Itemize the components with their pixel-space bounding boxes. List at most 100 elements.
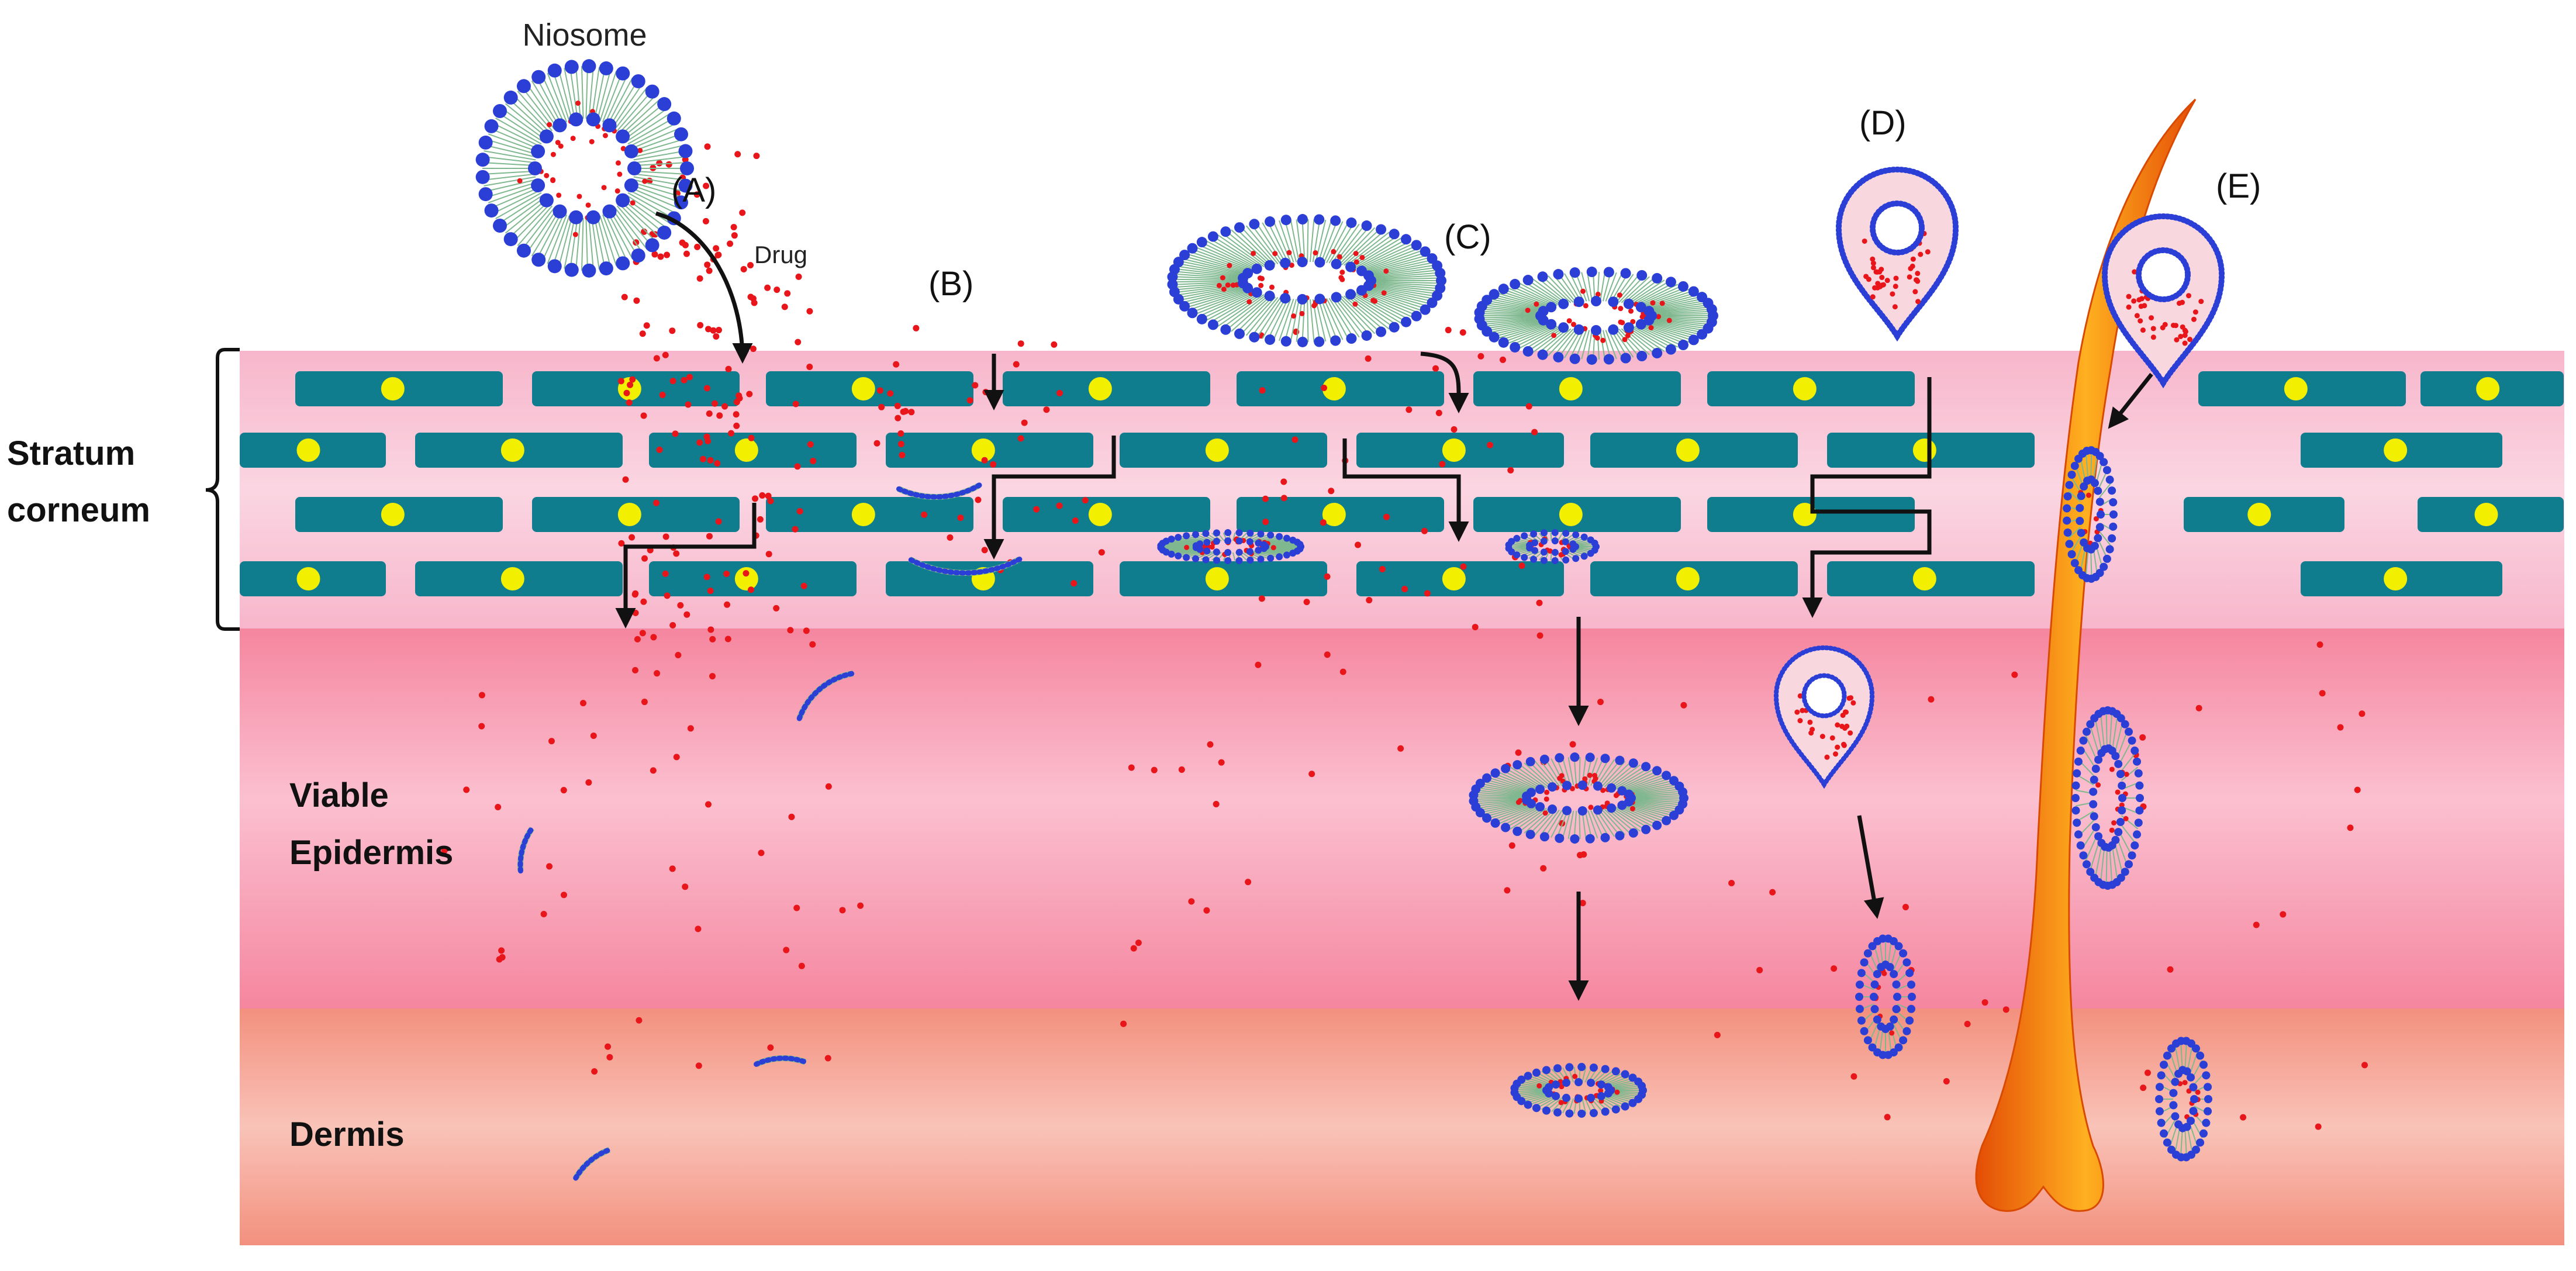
lipid-head xyxy=(1569,540,1577,548)
entrapped-drug xyxy=(1622,337,1628,343)
lipid-tail xyxy=(1596,759,1615,786)
lipid-tail xyxy=(1235,296,1273,334)
entrapped-drug xyxy=(1910,256,1916,262)
lipid-tail xyxy=(1650,317,1712,323)
drug-dot xyxy=(713,245,720,252)
lipid-head xyxy=(1893,993,1901,1001)
lipid-tail xyxy=(2119,752,2136,773)
drug-dot xyxy=(714,460,721,467)
drug-dot xyxy=(966,397,973,404)
entrapped-drug xyxy=(1912,289,1918,295)
lipid-tail xyxy=(492,122,541,147)
lipid-tail xyxy=(1307,299,1309,343)
drug-dot xyxy=(654,670,661,677)
lipid-head xyxy=(627,161,641,175)
corneocyte-nucleus xyxy=(1205,438,1229,462)
drug-dot xyxy=(767,498,774,505)
lipid-tail xyxy=(1241,296,1276,335)
lipid-head xyxy=(2204,1095,2212,1103)
lipid-head xyxy=(2100,458,2108,467)
lipid-head xyxy=(1624,789,1634,799)
lipid-tail xyxy=(1529,761,1555,788)
lipid-head xyxy=(1203,547,1211,555)
drug-dot xyxy=(1487,441,1494,448)
lipid-tail xyxy=(541,75,565,124)
lipid-tail xyxy=(1534,760,1558,787)
lipid-head xyxy=(582,263,596,278)
lipid-tail xyxy=(634,173,686,181)
entrapped-drug xyxy=(1648,325,1654,331)
lipid-tail xyxy=(614,87,648,130)
lipid-tail xyxy=(1484,803,1532,817)
lipid-head xyxy=(1542,1106,1551,1115)
drug-dot xyxy=(656,446,663,453)
lipid-head xyxy=(1255,539,1262,547)
lipid-tail xyxy=(1510,285,1556,306)
lipid-tail xyxy=(1296,299,1303,342)
lipid-tail xyxy=(607,212,633,260)
lipid-head xyxy=(1558,322,1569,333)
lipid-head xyxy=(1611,1105,1620,1114)
lipid-tail xyxy=(581,217,584,271)
lipid-tail xyxy=(1345,295,1390,330)
entrapped-drug xyxy=(1844,723,1850,729)
lipid-head xyxy=(569,112,583,127)
lipid-tail xyxy=(1309,219,1315,263)
entrapped-drug xyxy=(1588,804,1594,810)
drug-dot xyxy=(1017,435,1024,442)
drug-dot xyxy=(1324,573,1331,580)
lipid-tail xyxy=(1356,241,1411,270)
drug-dot xyxy=(695,925,702,932)
entrapped-drug xyxy=(1839,723,1845,729)
drug-dot xyxy=(788,813,795,820)
lipid-tail xyxy=(1497,771,1539,790)
lipid-tail xyxy=(1621,276,1650,303)
drug-dot xyxy=(2354,786,2361,793)
lipid-head xyxy=(1706,304,1717,315)
corneocyte-nucleus xyxy=(1088,503,1112,526)
entrapped-drug xyxy=(2173,323,2179,329)
lipid-head xyxy=(678,178,693,193)
drug-dot xyxy=(640,598,647,605)
lipid-tail xyxy=(2187,1126,2193,1154)
drug-dot xyxy=(1071,580,1078,587)
entrapped-drug xyxy=(2178,334,2184,340)
drug-dot xyxy=(707,626,714,633)
drug-dot xyxy=(733,411,740,418)
niosome-route-e-1 xyxy=(2063,446,2118,583)
lipid-tail xyxy=(2070,534,2083,553)
lipid-head xyxy=(2174,1120,2183,1129)
lipid-tail xyxy=(1627,782,1676,794)
entrapped-drug xyxy=(550,178,556,184)
lipid-head xyxy=(1577,1109,1586,1118)
lipid-tail xyxy=(1368,285,1435,300)
lipid-tail xyxy=(626,112,671,142)
lipid-head xyxy=(1363,270,1374,281)
lipid-tail xyxy=(1631,799,1683,803)
drug-dot xyxy=(681,377,688,384)
lipid-tail xyxy=(488,184,538,203)
fragment-heads xyxy=(517,826,535,874)
lipid-tail xyxy=(1490,296,1546,310)
entrapped-drug xyxy=(1848,695,1854,701)
lipid-head xyxy=(1562,548,1569,555)
drug-dot xyxy=(2316,641,2323,648)
lipid-tail xyxy=(1609,764,1641,788)
lipid-tail xyxy=(1194,290,1254,315)
drug-dot xyxy=(1324,651,1331,658)
lipid-head xyxy=(1585,752,1595,762)
entrapped-drug xyxy=(1216,282,1222,288)
lipid-tail xyxy=(1649,319,1708,330)
lipid-tail xyxy=(1605,272,1617,302)
lipid-head xyxy=(1314,257,1325,268)
drug-dot xyxy=(1120,1020,1127,1027)
lipid-tail xyxy=(1604,762,1631,788)
lipid-tail xyxy=(1490,321,1546,336)
lipid-tail xyxy=(1370,269,1439,278)
lipid-tail xyxy=(1640,288,1690,308)
drug-dot xyxy=(981,457,988,464)
penetration-route-arrows xyxy=(615,211,2153,1001)
lipid-head xyxy=(2074,566,2083,575)
lipid-tail xyxy=(1638,324,1686,345)
lipid-tail xyxy=(1486,300,1544,312)
